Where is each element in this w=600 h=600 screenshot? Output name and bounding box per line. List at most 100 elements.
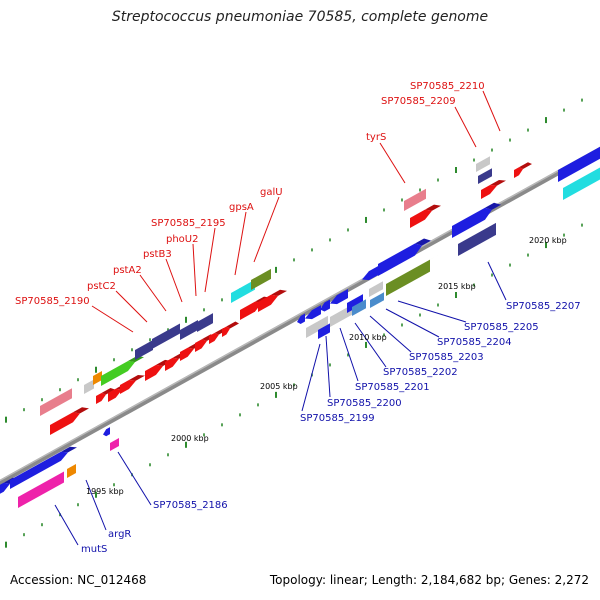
gene-top-face	[452, 202, 494, 226]
gene-top-face	[251, 263, 280, 280]
gene-top-face	[306, 310, 337, 328]
gene-galu	[251, 263, 280, 290]
leader-line	[165, 258, 183, 303]
gene-front-face	[258, 294, 278, 312]
gene-front-face	[481, 185, 497, 199]
gene-feature	[320, 294, 339, 312]
gene-feature	[481, 180, 506, 199]
gene-front-face	[103, 427, 110, 437]
gene-label-sp70585-2199: SP70585_2199	[300, 413, 375, 424]
gene-side-face	[490, 180, 506, 186]
gene-top-face	[180, 315, 207, 330]
gene-top-face	[240, 296, 264, 310]
scale-label: 2010 kbp	[349, 333, 387, 342]
gene-label-sp70585-2186: SP70585_2186	[153, 500, 228, 511]
gene-top-face	[145, 359, 165, 371]
leader-line	[115, 290, 148, 323]
accession-text: Accession: NC_012468	[10, 573, 147, 587]
gene-front-face	[369, 281, 383, 297]
leader-line	[117, 451, 152, 506]
gene-top-face	[258, 289, 280, 302]
gene-label-pstc2: pstC2	[87, 281, 116, 292]
gene-label-galu: galU	[260, 187, 283, 198]
gene-sp70585-2209-box	[478, 163, 501, 184]
gene-front-face	[84, 379, 94, 394]
gene-top-face	[514, 162, 528, 170]
gene-feature	[330, 284, 357, 305]
gene-sp70585-2195-box	[197, 308, 222, 332]
gene-front-face	[135, 340, 153, 360]
gene-argr	[67, 459, 85, 478]
gene-top-face	[96, 387, 111, 396]
gene-feature	[369, 276, 392, 297]
gene-side-face	[425, 204, 441, 211]
gene-label-sp70585-2205: SP70585_2205	[464, 322, 539, 333]
gene-front-face	[101, 361, 135, 386]
gene-feature	[347, 289, 372, 313]
gene-feature	[18, 466, 73, 508]
gene-top-face	[410, 204, 434, 218]
gene-feature	[476, 151, 499, 172]
gene-side-face	[485, 202, 501, 210]
gene-front-face	[145, 364, 163, 381]
gene-feature	[558, 146, 600, 182]
gene-front-face	[209, 332, 219, 344]
gene-sp70585-2210-box	[514, 162, 532, 178]
gene-front-face	[50, 412, 80, 435]
gene-feature	[452, 202, 501, 238]
gene-front-face	[404, 188, 426, 211]
gene-top-face	[337, 284, 357, 296]
genome-title: Streptococcus pneumoniae 70585, complete…	[111, 9, 489, 25]
gene-top-face	[563, 167, 600, 188]
leader-line	[385, 308, 440, 338]
gene-top-face	[386, 254, 439, 284]
gene-top-face	[222, 321, 236, 329]
gene-top-face	[18, 466, 73, 497]
gene-front-face	[330, 304, 352, 327]
gene-front-face	[152, 323, 180, 349]
leader-line	[54, 504, 79, 546]
gene-top-face	[352, 294, 375, 307]
gene-label-phou2: phoU2	[166, 234, 199, 245]
gene-front-face	[452, 207, 492, 238]
gene-front-face	[370, 292, 384, 308]
gene-top-face	[478, 163, 501, 176]
gene-pstb3	[152, 318, 189, 349]
gene-feature	[297, 308, 314, 325]
gene-top-face	[120, 375, 138, 385]
gene-label-muts: mutS	[81, 544, 107, 555]
gene-top-face	[476, 151, 499, 164]
label-leader-lines	[54, 90, 507, 546]
gene-label-sp70585-2203: SP70585_2203	[409, 352, 484, 363]
leader-line	[369, 315, 412, 353]
gene-top-face	[347, 289, 372, 303]
gene-front-face	[110, 438, 119, 451]
gene-phou2	[180, 315, 207, 340]
gene-top-face	[152, 318, 189, 339]
gene-front-face	[251, 268, 271, 290]
gene-feature	[110, 433, 128, 451]
gene-feature	[222, 321, 239, 337]
gene-top-face	[180, 342, 197, 352]
leader-line	[234, 211, 247, 276]
leader-line	[454, 106, 477, 148]
gene-label-sp70585-2207: SP70585_2207	[506, 301, 581, 312]
gene-side-face	[61, 446, 77, 453]
gene-tyrs	[404, 183, 435, 211]
gene-side-face	[226, 321, 239, 329]
gene-side-face	[101, 387, 115, 395]
gene-label-sp70585-2210: SP70585_2210	[410, 81, 485, 92]
leader-line	[325, 335, 331, 398]
leader-line	[339, 327, 359, 382]
gene-feature	[120, 375, 145, 394]
gene-label-sp70585-2190: SP70585_2190	[15, 296, 90, 307]
gene-sp70585-2186	[103, 422, 119, 437]
gene-feature	[96, 387, 115, 404]
leader-line	[487, 261, 507, 301]
gene-label-sp70585-2195: SP70585_2195	[151, 218, 226, 229]
gene-top-face	[197, 308, 222, 322]
gene-muts	[10, 446, 77, 489]
gene-top-face	[324, 294, 339, 303]
gene-top-face	[40, 383, 81, 406]
gene-front-face	[318, 323, 330, 339]
